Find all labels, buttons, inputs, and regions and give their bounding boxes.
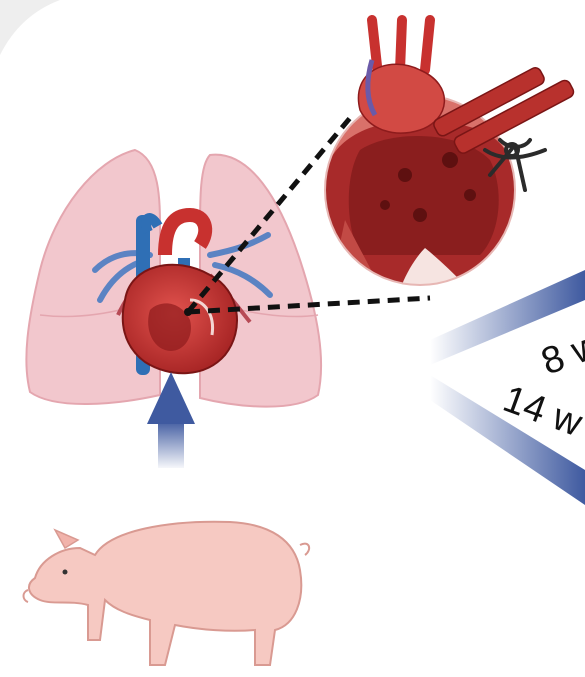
zoomed-heart-icon	[320, 20, 576, 292]
pig-icon	[24, 522, 310, 665]
zoom-origin-dot	[184, 308, 192, 316]
corner-shade	[0, 0, 60, 55]
